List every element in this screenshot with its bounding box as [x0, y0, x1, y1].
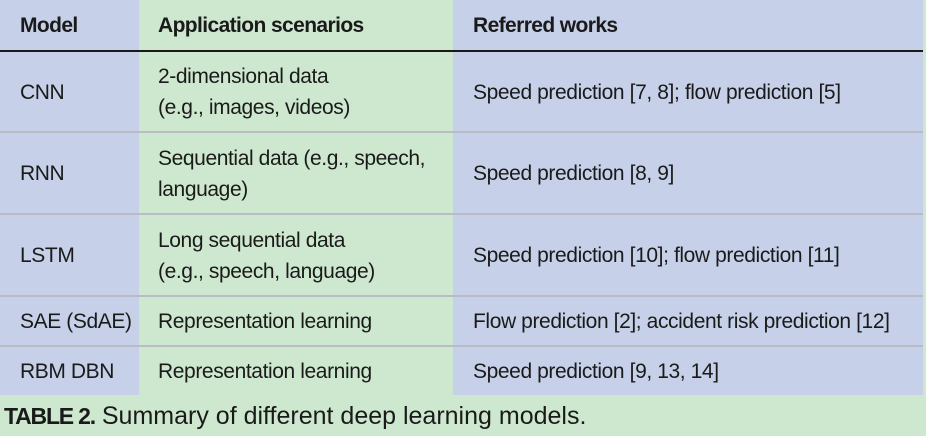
model-cell: LSTM — [20, 244, 75, 267]
model-cell: RBM DBN — [20, 359, 115, 383]
application-line: (e.g., images, videos) — [158, 96, 350, 119]
application-cell: Long sequential data (e.g., speech, lang… — [158, 215, 375, 296]
header-application-scenarios: Application scenarios — [158, 14, 364, 37]
application-cell: Representation learning — [158, 310, 372, 333]
application-line: (e.g., speech, language) — [158, 259, 375, 283]
header-referred-works: Referred works — [473, 14, 618, 37]
header-divider — [0, 50, 923, 52]
model-column-bg — [0, 0, 139, 395]
row-divider — [0, 345, 923, 347]
referred-cell: Speed prediction [10]; flow prediction [… — [473, 244, 840, 267]
referred-column-bg — [453, 0, 923, 395]
application-line: language) — [158, 177, 248, 201]
application-cell: Representation learning — [158, 359, 372, 383]
application-column-bg — [139, 0, 453, 395]
table-caption: TABLE 2. Summary of different deep learn… — [4, 399, 586, 433]
referred-cell: Flow prediction [2]; accident risk predi… — [473, 310, 890, 333]
referred-cell: Speed prediction [8, 9] — [473, 162, 674, 185]
application-line: Long sequential data — [158, 228, 345, 252]
caption-text: Summary of different deep learning model… — [94, 402, 587, 430]
header-model: Model — [20, 14, 78, 37]
application-cell: 2-dimensional data (e.g., images, videos… — [158, 52, 350, 132]
row-divider — [0, 295, 923, 297]
caption-label: TABLE 2. — [4, 403, 96, 429]
row-divider — [0, 213, 923, 215]
application-line: 2-dimensional data — [158, 65, 329, 88]
model-cell: CNN — [20, 80, 65, 104]
application-line: Sequential data (e.g., speech, — [158, 146, 426, 170]
model-cell: RNN — [20, 162, 65, 185]
model-cell: SAE (SdAE) — [20, 310, 132, 333]
application-cell: Sequential data (e.g., speech, language) — [158, 133, 425, 214]
referred-cell: Speed prediction [9, 13, 14] — [473, 359, 719, 383]
referred-cell: Speed prediction [7, 8]; flow prediction… — [473, 80, 841, 104]
row-divider — [0, 131, 923, 133]
